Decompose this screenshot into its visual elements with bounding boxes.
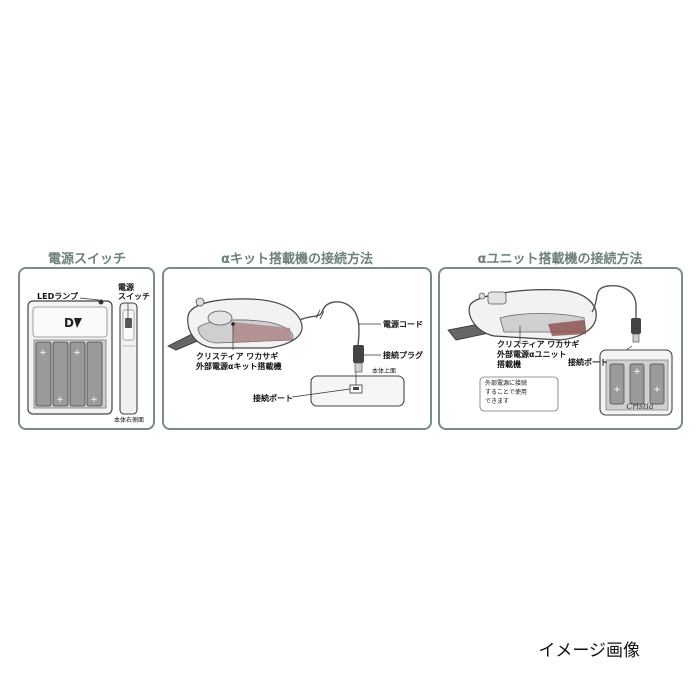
power-switch-label-2: スイッチ	[118, 292, 150, 301]
led-lamp-label: LEDランプ	[37, 292, 78, 301]
power-switch-icon	[125, 318, 132, 328]
battery-box-top	[291, 372, 405, 407]
note-line-1: 外部電源に接続	[485, 380, 528, 387]
panel-title-power-switch: 電源スイッチ	[47, 252, 126, 267]
battery-icon: + + + +	[35, 341, 103, 407]
panel-title-alpha-unit: αユニット搭載機の接続方法	[477, 252, 643, 267]
note-line-3: できます	[485, 398, 510, 405]
svg-text:+: +	[56, 395, 64, 405]
svg-text:D: D	[64, 316, 74, 330]
svg-text:+: +	[633, 367, 641, 377]
alpha-unit-device-label-3: 搭載機	[497, 360, 521, 369]
note-box	[479, 376, 559, 412]
usb-plug-icon-unit	[631, 318, 641, 334]
right-side-label: 本体右側面	[114, 417, 145, 424]
reel-alpha-kit	[167, 297, 303, 351]
power-switch-label-1: 電源	[118, 283, 134, 292]
svg-text:+: +	[39, 348, 47, 358]
daiwa-logo-icon: D	[64, 316, 82, 330]
svg-text:+: +	[73, 348, 81, 358]
svg-text:Cristia: Cristia	[626, 402, 653, 411]
alpha-kit-device-label-2: 外部電源αキット搭載機	[196, 362, 282, 371]
power-cord-label: 電源コード	[383, 320, 423, 329]
svg-text:+: +	[613, 385, 621, 395]
svg-text:+: +	[90, 395, 98, 405]
connection-port-label: 接続ポート	[253, 394, 293, 403]
connection-plug-label: 接続プラグ	[383, 351, 423, 360]
svg-text:+: +	[653, 385, 661, 395]
reel-alpha-unit	[447, 289, 597, 344]
note-line-2: することで使用	[485, 389, 527, 396]
panel-title-alpha-kit: αキット搭載機の接続方法	[221, 252, 373, 267]
image-caption: イメージ画像	[538, 641, 640, 661]
alpha-unit-device-label-1: クリスティア ワカサギ	[497, 340, 580, 349]
led-lamp-icon	[98, 299, 104, 305]
usb-plug-icon	[353, 345, 364, 363]
power-cord	[299, 301, 381, 373]
top-of-body-label: 本体上面	[372, 368, 397, 375]
battery-box-unit: + + + Cristia	[599, 349, 673, 416]
battery-box-side	[119, 302, 138, 415]
alpha-kit-device-label-1: クリスティア ワカサギ	[196, 352, 279, 361]
alpha-unit-connection-port-label: 接続ポート	[568, 358, 608, 367]
alpha-unit-device-label-2: 外部電源αユニット	[497, 350, 567, 359]
battery-box-front: D + + + +	[27, 297, 113, 415]
